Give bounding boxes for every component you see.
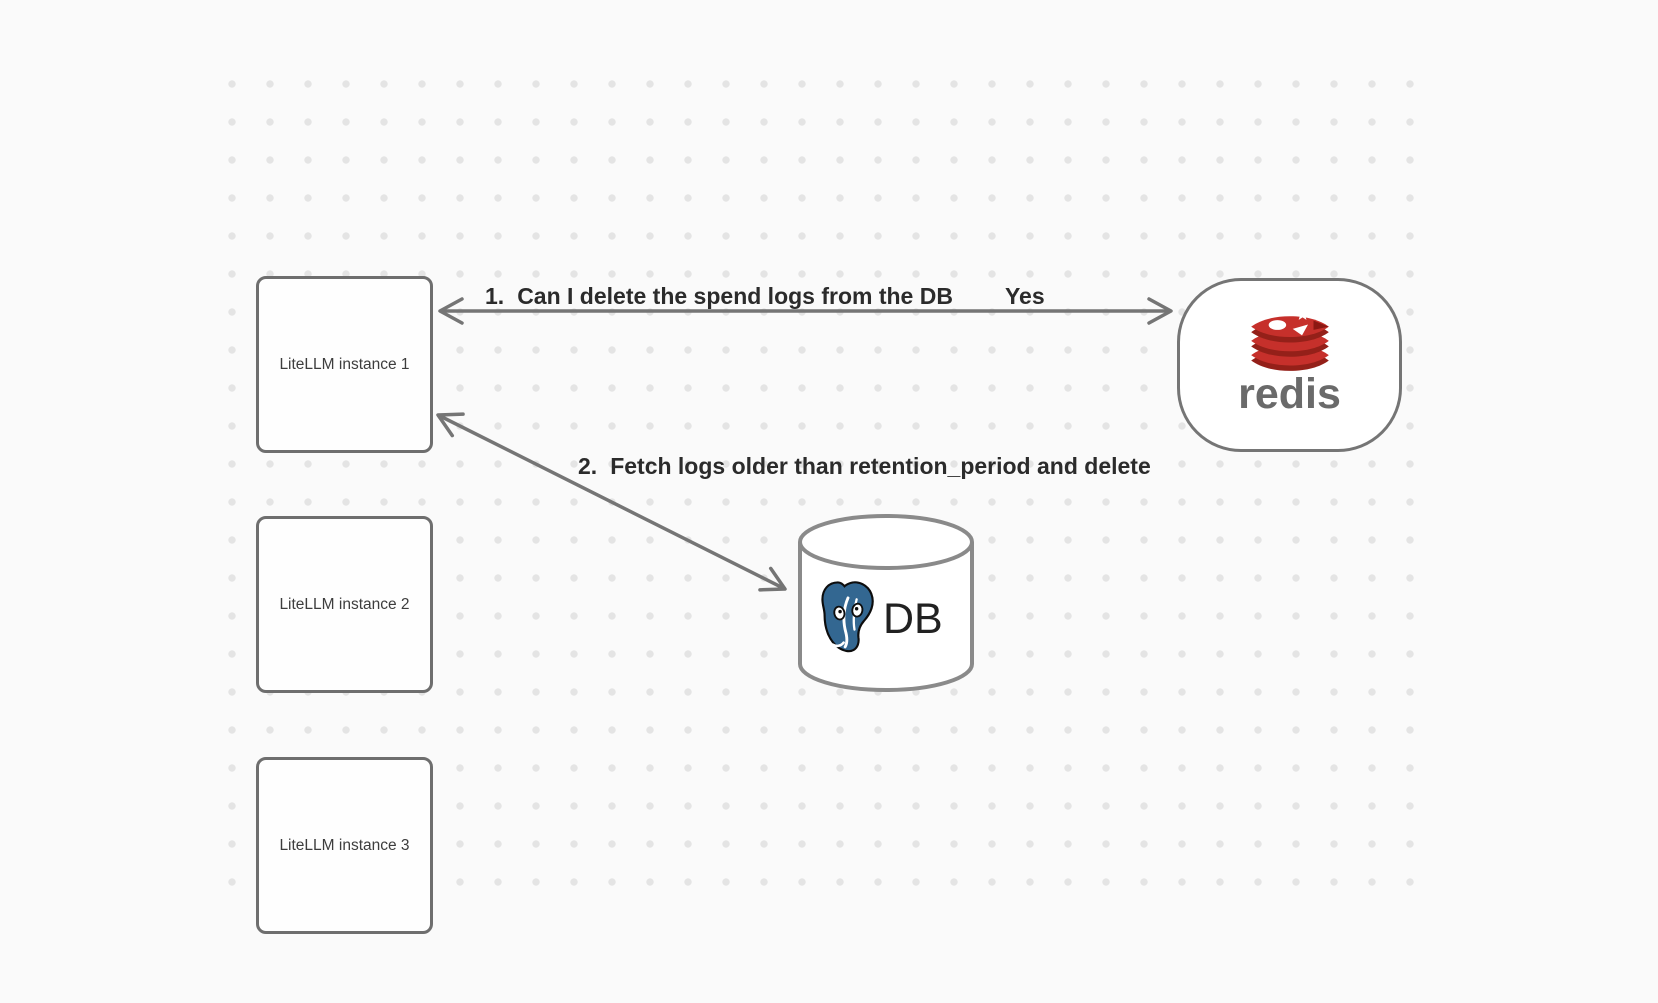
db-label: DB: [883, 595, 943, 643]
database-cylinder-icon: [798, 514, 974, 692]
edge-1-label: 1. Can I delete the spend logs from the …: [485, 283, 1045, 310]
redis-wordmark: redis: [1238, 370, 1341, 418]
node-database: DB: [796, 512, 976, 694]
edge-2-number: 2.: [578, 453, 598, 479]
node-label: LiteLLM instance 3: [279, 836, 410, 854]
node-litellm-instance-2: LiteLLM instance 2: [256, 516, 433, 693]
postgresql-elephant-icon: [821, 581, 874, 653]
node-label: LiteLLM instance 1: [279, 355, 410, 373]
node-redis: redis: [1177, 278, 1402, 452]
edge-1-text: Can I delete the spend logs from the DB: [517, 283, 953, 309]
node-label: LiteLLM instance 2: [279, 595, 410, 613]
edge-1-answer: Yes: [1004, 283, 1045, 309]
redis-stack-logo-icon: [1250, 308, 1329, 371]
edge-1-number: 1.: [485, 283, 505, 309]
edge-2-label: 2. Fetch logs older than retention_perio…: [578, 453, 1151, 480]
node-litellm-instance-3: LiteLLM instance 3: [256, 757, 433, 934]
edge-2-text: Fetch logs older than retention_period a…: [610, 453, 1151, 479]
node-litellm-instance-1: LiteLLM instance 1: [256, 276, 433, 453]
